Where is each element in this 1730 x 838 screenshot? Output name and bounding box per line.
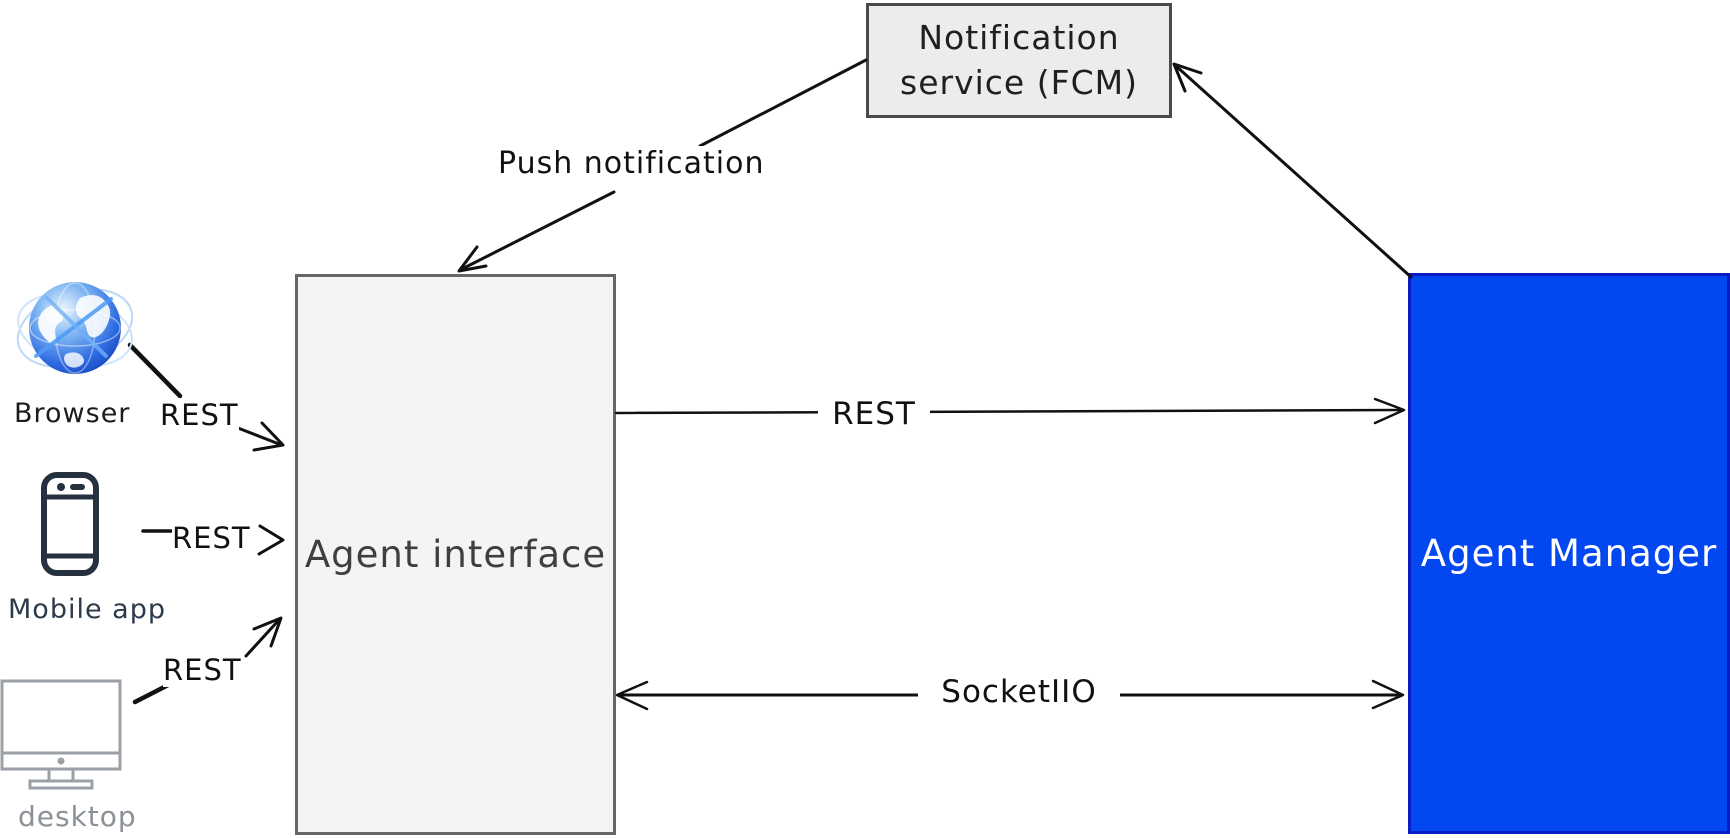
mobile-rest-label: REST xyxy=(172,521,251,555)
manager-fcm-arrow xyxy=(1172,62,1413,279)
browser-rest-label: REST xyxy=(160,398,239,432)
smartphone-icon xyxy=(41,472,99,576)
agent-manager-label: Agent Manager xyxy=(1420,532,1718,575)
agent-interface-node: Agent interface xyxy=(295,274,616,835)
interface-manager-rest-label: REST xyxy=(818,396,930,432)
push-notification-label: Push notification xyxy=(498,146,765,181)
desktop-rest-label: REST xyxy=(163,653,242,687)
notification-service-node: Notification service (FCM) xyxy=(866,3,1172,118)
browser-label: Browser xyxy=(14,398,131,429)
notification-service-label-line1: Notification xyxy=(918,17,1120,57)
agent-interface-label: Agent interface xyxy=(304,533,607,576)
agent-manager-node: Agent Manager xyxy=(1408,273,1730,834)
monitor-icon xyxy=(0,679,122,790)
interface-manager-rest-arrow xyxy=(614,397,1406,425)
mobile-app-label: Mobile app xyxy=(8,594,166,625)
desktop-label: desktop xyxy=(18,800,137,833)
globe-icon xyxy=(16,282,134,374)
notification-service-label-line2: service (FCM) xyxy=(900,62,1138,102)
socket-label: SocketIIO xyxy=(918,674,1120,710)
